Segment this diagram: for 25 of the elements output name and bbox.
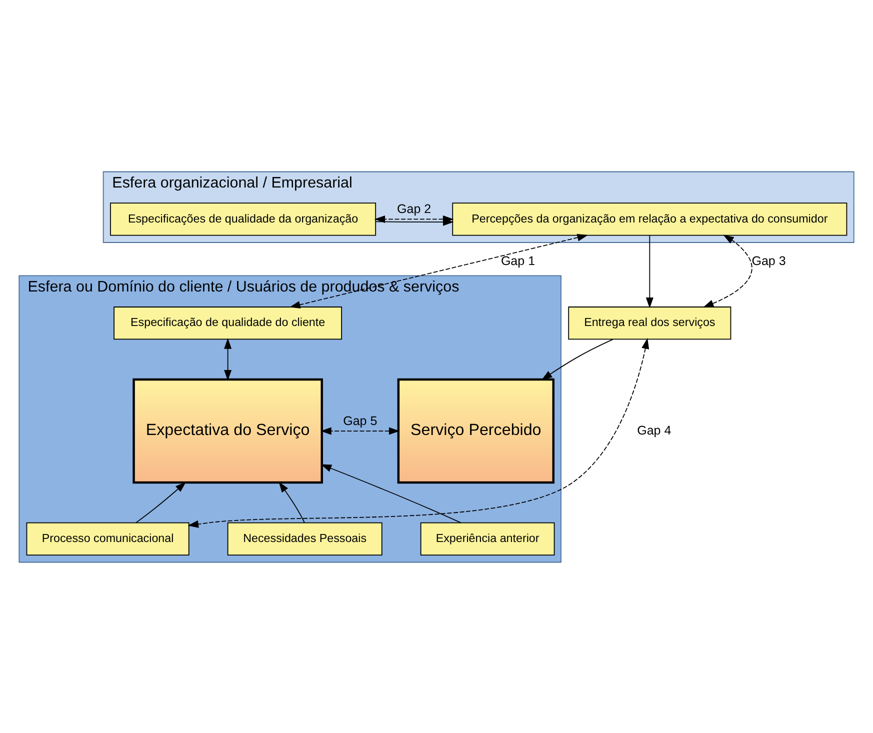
node-box: Serviço Percebido bbox=[397, 378, 554, 484]
node-box: Expectativa do Serviço bbox=[132, 378, 323, 484]
arrow bbox=[376, 218, 454, 226]
arrow bbox=[289, 233, 588, 308]
arrow bbox=[188, 338, 650, 528]
node-box: Necessidades Pessoais bbox=[227, 522, 382, 556]
node-box: Especificações de qualidade da organização bbox=[110, 202, 376, 236]
arrow bbox=[278, 481, 305, 523]
node-box: Entrega real dos serviços bbox=[568, 306, 732, 340]
arrow bbox=[320, 464, 462, 523]
arrow bbox=[320, 426, 400, 434]
arrow bbox=[541, 338, 614, 380]
arrow bbox=[135, 481, 186, 523]
arrow bbox=[646, 234, 654, 308]
edge-label: Gap 2 bbox=[397, 202, 432, 216]
edge-label: Gap 1 bbox=[500, 254, 536, 268]
edge-label: Gap 5 bbox=[343, 413, 378, 428]
node-box: Percepções da organização em relação a expectativa do consumidor bbox=[452, 202, 848, 236]
arrow bbox=[224, 338, 232, 380]
node-box: Processo comunicacional bbox=[26, 522, 190, 556]
node-box: Especificação de qualidade do cliente bbox=[114, 306, 342, 340]
edge-label: Gap 3 bbox=[752, 254, 786, 268]
node-box: Experiência anterior bbox=[420, 522, 555, 556]
arrow bbox=[702, 234, 752, 307]
edge-label: Gap 4 bbox=[637, 422, 672, 437]
